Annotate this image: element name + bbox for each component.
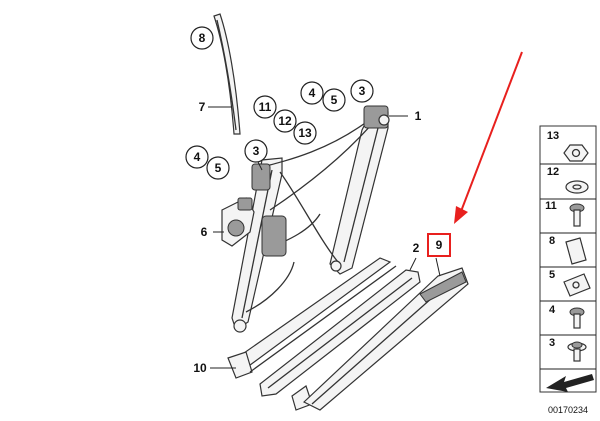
highlight-box bbox=[427, 233, 451, 257]
legend-row-5: 5 bbox=[540, 269, 596, 302]
highlight-arrow bbox=[454, 51, 523, 224]
callout-4-mid-label: 4 bbox=[194, 150, 201, 164]
svg-text:3: 3 bbox=[549, 337, 555, 349]
window-regulator bbox=[231, 105, 390, 333]
svg-text:4: 4 bbox=[549, 304, 556, 316]
callout-5-mid-label: 5 bbox=[215, 161, 222, 175]
callout-5-top-label: 5 bbox=[331, 93, 338, 107]
legend-row-11: 11 bbox=[540, 200, 596, 234]
callout-3-mid: 3 bbox=[244, 139, 268, 163]
callout-3-mid-label: 3 bbox=[253, 144, 260, 158]
callout-11: 11 bbox=[253, 95, 277, 119]
diagram-reference-number: 00170234 bbox=[548, 405, 588, 415]
legend-row-13: 13 bbox=[540, 130, 596, 165]
callout-3-top: 3 bbox=[350, 79, 374, 103]
lower-rail-part bbox=[227, 257, 397, 379]
callout-7: 7 bbox=[199, 100, 206, 114]
legend-row-4: 4 bbox=[540, 304, 596, 336]
seal-strip-part bbox=[213, 13, 241, 135]
callout-3-top-label: 3 bbox=[359, 84, 366, 98]
callout-11-label: 11 bbox=[259, 100, 272, 114]
window-motor-part bbox=[221, 197, 255, 247]
callout-1-label: 1 bbox=[415, 109, 422, 123]
callout-8: 8 bbox=[190, 26, 214, 50]
callout-12-label: 12 bbox=[278, 114, 292, 128]
callout-13-label: 13 bbox=[298, 126, 312, 140]
hardware-legend: 13 12 11 8 5 bbox=[539, 125, 597, 393]
leader-lines bbox=[208, 106, 441, 369]
callout-5-top: 5 bbox=[322, 88, 346, 112]
callout-13: 13 bbox=[293, 121, 317, 145]
legend-row-3: 3 bbox=[540, 337, 596, 370]
svg-text:11: 11 bbox=[545, 200, 557, 212]
trim-strip-part bbox=[302, 267, 469, 411]
callout-2-label: 2 bbox=[413, 241, 420, 255]
legend-row-12: 12 bbox=[540, 166, 596, 200]
callout-4-top-label: 4 bbox=[309, 86, 316, 100]
callout-10: 10 bbox=[193, 361, 207, 375]
svg-text:5: 5 bbox=[549, 269, 555, 281]
callout-4-top: 4 bbox=[300, 81, 324, 105]
svg-text:8: 8 bbox=[549, 235, 555, 247]
svg-text:13: 13 bbox=[547, 130, 559, 142]
callout-1: 1 bbox=[415, 109, 422, 123]
callout-5-mid: 5 bbox=[206, 156, 230, 180]
callout-8-label: 8 bbox=[199, 31, 206, 45]
callout-10-label: 10 bbox=[193, 361, 207, 375]
legend-row-8: 8 bbox=[540, 235, 596, 268]
callout-4-mid: 4 bbox=[185, 145, 209, 169]
callout-9-label: 9 bbox=[436, 238, 443, 252]
callout-2: 2 bbox=[413, 241, 420, 255]
svg-text:12: 12 bbox=[547, 166, 559, 178]
callout-9-highlight: 9 bbox=[427, 233, 451, 257]
callout-6-label: 6 bbox=[201, 225, 208, 239]
legend-direction-arrow bbox=[546, 374, 594, 392]
callout-12: 12 bbox=[273, 109, 297, 133]
callout-6: 6 bbox=[201, 225, 208, 239]
callout-7-label: 7 bbox=[199, 100, 206, 114]
